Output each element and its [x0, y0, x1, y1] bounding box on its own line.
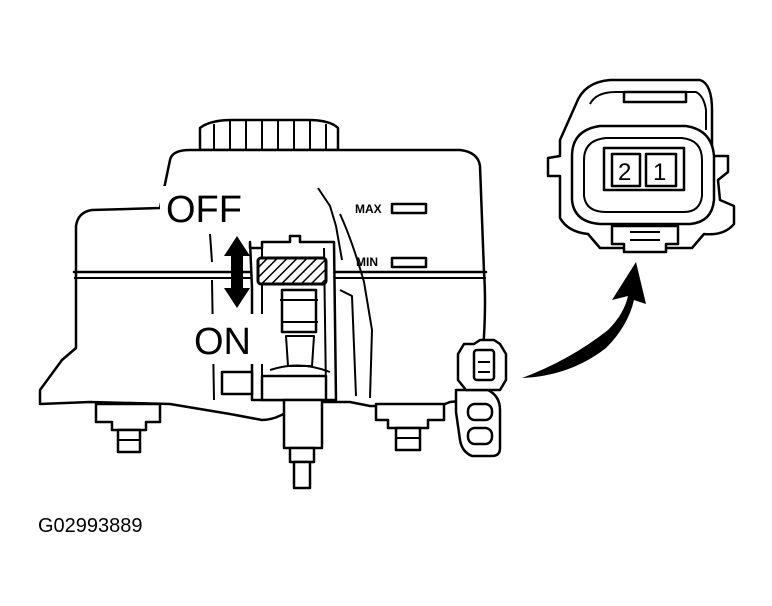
left-mount-boss: [94, 402, 162, 432]
bracket-slot-bottom: [466, 426, 494, 446]
connector-top-slot: [622, 90, 688, 104]
float-base: [260, 374, 328, 402]
max-label: MAX: [355, 202, 382, 216]
mount-tab: [220, 370, 254, 396]
brake-fluid-reservoir: MAX MIN: [38, 118, 508, 490]
callout-arrow: [522, 262, 646, 378]
min-level-mark: [390, 256, 428, 269]
reservoir-cap: [198, 118, 340, 152]
figure-code: G02993889: [38, 515, 143, 537]
float-body: [280, 288, 318, 334]
right-mount-boss: [374, 402, 446, 430]
pin-2-label: 2: [618, 159, 631, 186]
connector-enlarged-view: 2 1: [546, 78, 736, 254]
max-level-mark: [390, 202, 428, 215]
float-magnet: [256, 256, 328, 286]
off-label: OFF: [166, 189, 242, 231]
bracket-slot-top: [466, 402, 494, 422]
tank-connector-socket: [472, 348, 496, 382]
pin-1-cell: [644, 152, 678, 188]
float-movement-arrow: [224, 236, 250, 308]
center-outlet: [282, 398, 324, 450]
min-label: MIN: [356, 255, 378, 269]
pin-1-label: 1: [653, 159, 666, 186]
on-label: ON: [194, 321, 251, 363]
center-outlet-nut: [288, 446, 316, 464]
pin-2-cell: [610, 152, 642, 188]
right-bracket: [454, 388, 502, 458]
center-outlet-stud: [292, 460, 312, 490]
